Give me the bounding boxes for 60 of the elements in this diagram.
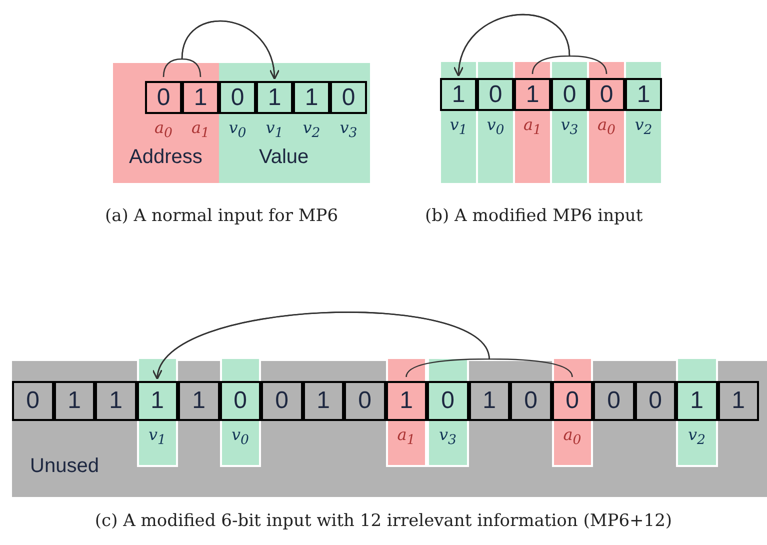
bit-cell: 1: [468, 381, 510, 421]
bit-cell: 0: [261, 381, 302, 421]
bit-cell: 0: [219, 81, 256, 114]
bit-cell: 0: [593, 381, 634, 421]
bit-label: v$_{0}$: [228, 118, 248, 142]
bit-label: v$_{0}$: [230, 425, 250, 448]
bit-cell: 1: [178, 381, 220, 421]
bit-label: v$_{1}$: [147, 425, 168, 448]
bit-label: v$_{2}$: [686, 425, 707, 448]
bit-label: v$_{3}$: [560, 115, 580, 138]
highlight-band: [113, 63, 219, 183]
bit-cell: 0: [220, 381, 261, 421]
bit-cell: 1: [386, 381, 427, 421]
arrow: [181, 20, 279, 80]
band-label: Value: [259, 146, 309, 169]
bit-cell: 0: [145, 81, 182, 114]
bit-cell: 1: [718, 381, 759, 421]
bit-cell: 1: [95, 381, 136, 421]
bit-label: a$_{1}$: [396, 425, 416, 448]
bit-cell: 0: [552, 381, 593, 421]
bit-cell: 1: [625, 78, 662, 111]
highlight-band: [219, 63, 370, 183]
band-label: Address: [129, 146, 202, 169]
bit-label: a$_{1}$: [190, 118, 211, 142]
bit-label: v$_{0}$: [486, 115, 506, 138]
bit-cell: 1: [676, 381, 718, 421]
bit-label: a$_{0}$: [153, 118, 174, 142]
highlight-band: [12, 361, 767, 497]
figure-caption: (b) A modified MP6 input: [425, 205, 644, 227]
bit-cell: 1: [293, 81, 330, 114]
bit-cell: 1: [440, 78, 477, 111]
arrow: [155, 312, 490, 380]
bit-cell: 1: [54, 381, 95, 421]
arrow: [454, 14, 570, 77]
bit-label: v$_{3}$: [438, 425, 458, 448]
bit-cell: 0: [588, 78, 625, 111]
bit-label: v$_{3}$: [338, 118, 358, 142]
bit-cell: 1: [182, 81, 219, 114]
bit-cell: 1: [136, 381, 178, 421]
bit-label: v$_{1}$: [448, 115, 468, 138]
bit-label: a$_{0}$: [596, 115, 617, 138]
figure-caption: (a) A normal input for MP6: [105, 205, 340, 227]
bit-label: v$_{2}$: [634, 115, 654, 138]
bit-label: a$_{1}$: [522, 115, 543, 138]
band-label: Unused: [30, 455, 99, 478]
bit-cell: 0: [510, 381, 552, 421]
bit-cell: 0: [427, 381, 468, 421]
bit-cell: 0: [634, 381, 676, 421]
figure-caption: (c) A modified 6-bit input with 12 irrelevant information (MP6+12): [94, 510, 674, 532]
bit-cell: 0: [477, 78, 514, 111]
bit-label: v$_{1}$: [264, 118, 284, 142]
bit-cell: 0: [551, 78, 588, 111]
bit-cell: 1: [514, 78, 551, 111]
bit-cell: 1: [302, 381, 344, 421]
bit-label: v$_{2}$: [302, 118, 322, 142]
bit-cell: 0: [344, 381, 386, 421]
bit-cell: 0: [330, 81, 367, 114]
bit-cell: 0: [12, 381, 54, 421]
bit-cell: 1: [256, 81, 293, 114]
bit-label: a$_{0}$: [562, 425, 582, 448]
